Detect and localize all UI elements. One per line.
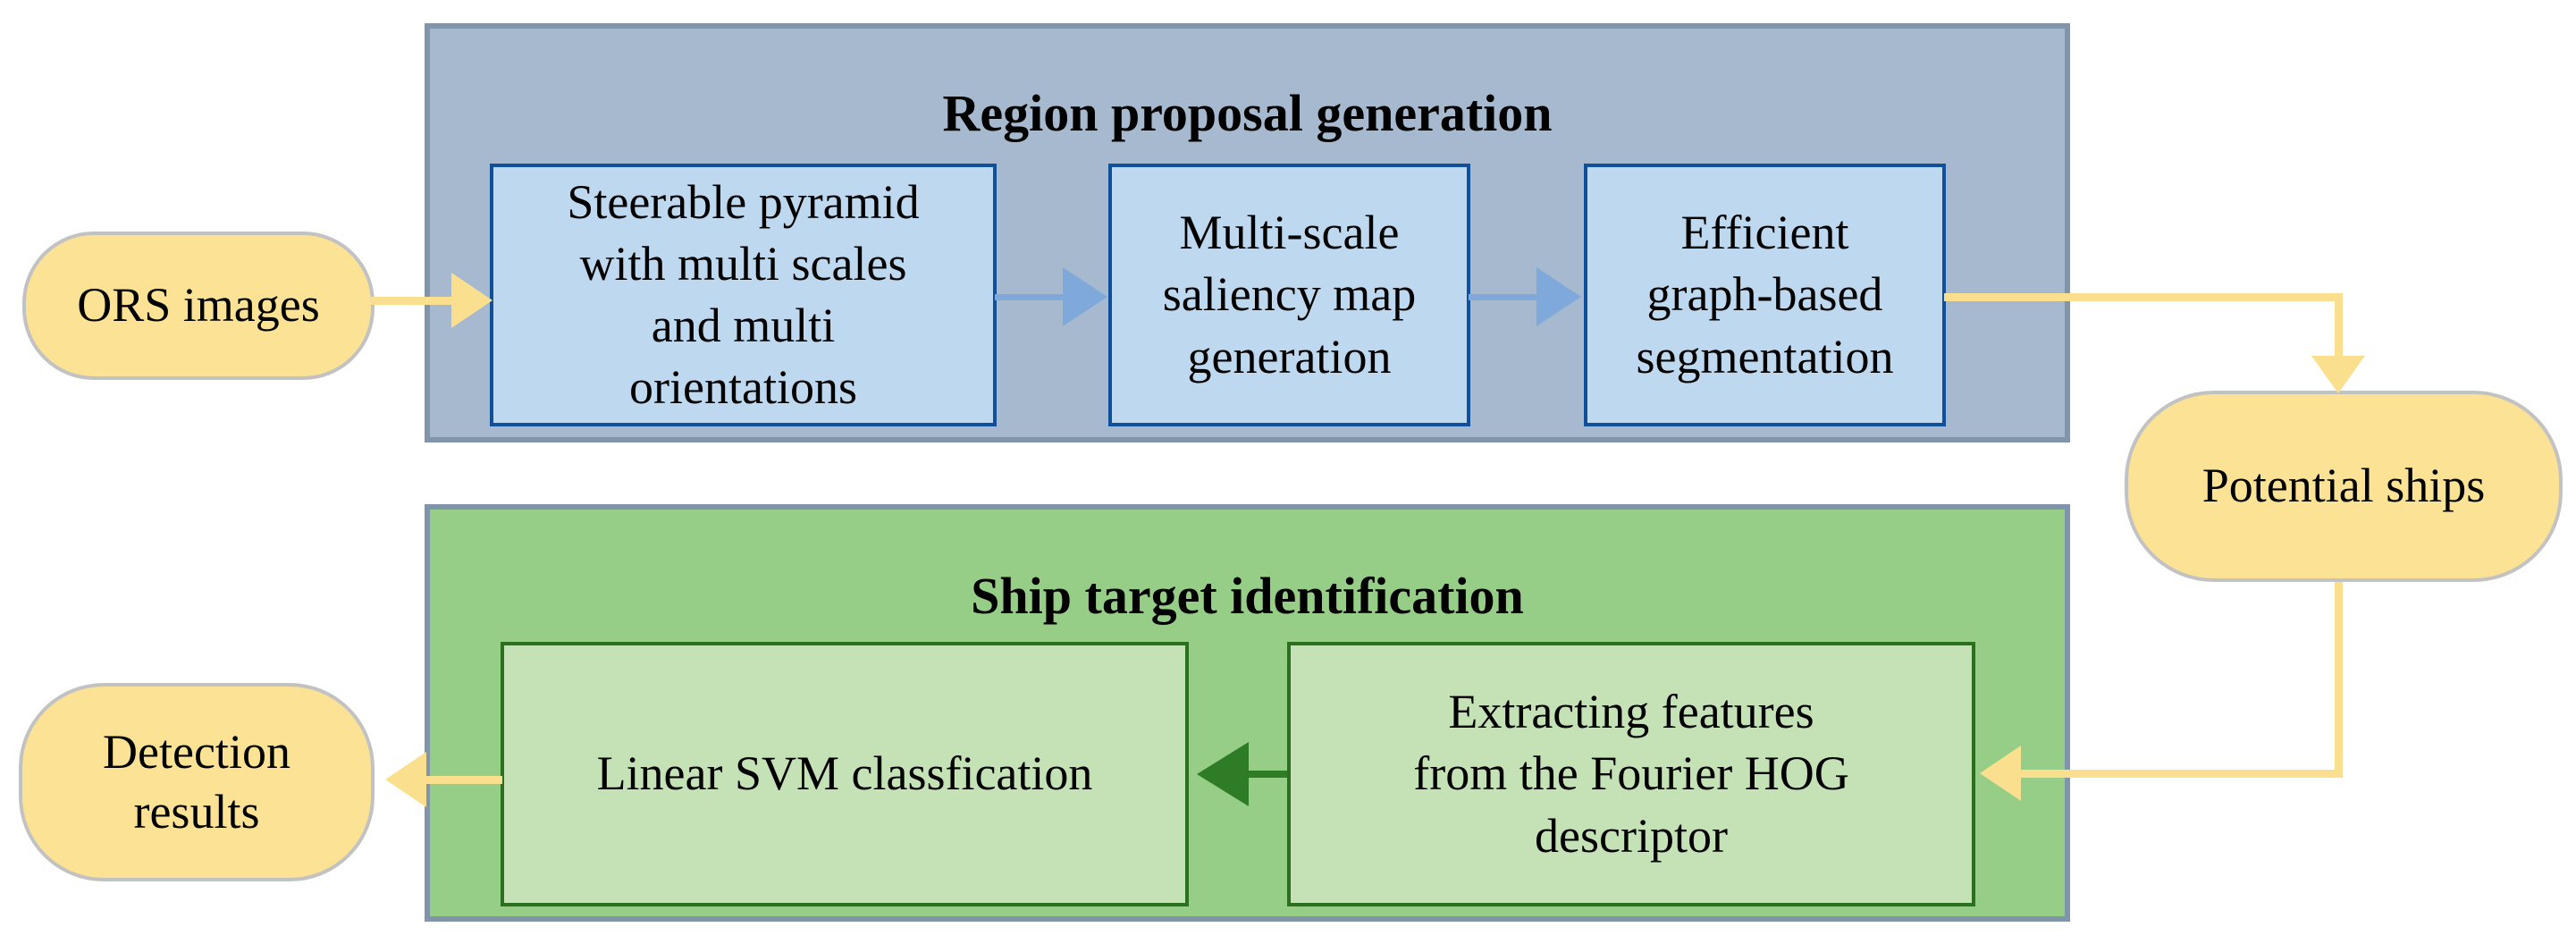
node-steerable-pyramid-label: Steerable pyramid with multi scales and …	[567, 174, 920, 415]
ship-target-title: Ship target identification	[971, 567, 1524, 626]
arrow-svm-to-detection-head	[383, 752, 426, 807]
bubble-detection-results: Detection results	[19, 683, 375, 881]
node-svm-classification: Linear SVM classfication	[501, 642, 1189, 906]
arrow-hog-to-svm-line	[1244, 771, 1287, 778]
arrow-steerable-to-saliency-line	[995, 294, 1065, 300]
bubble-ors-images-label: ORS images	[77, 278, 320, 333]
arrow-saliency-to-segmentation-line	[1469, 294, 1538, 300]
node-fourier-hog: Extracting features from the Fourier HOG…	[1287, 642, 1975, 906]
arrow-ors-to-steerable-line	[371, 297, 455, 305]
arrow-steerable-to-saliency-head	[1063, 267, 1110, 326]
arrow-potential-to-hog-head	[1977, 746, 2021, 801]
node-saliency-map-label: Multi-scale saliency map generation	[1162, 206, 1417, 384]
node-saliency-map: Multi-scale saliency map generation	[1108, 164, 1470, 426]
bubble-ors-images: ORS images	[22, 232, 375, 380]
arrow-saliency-to-segmentation-head	[1536, 267, 1584, 326]
arrow-potential-to-hog-hline	[2013, 770, 2343, 778]
node-steerable-pyramid: Steerable pyramid with multi scales and …	[490, 164, 997, 426]
arrow-segmentation-to-potential-hline	[1944, 293, 2343, 301]
bubble-potential-ships: Potential ships	[2125, 391, 2563, 582]
node-graph-segmentation: Efficient graph-based segmentation	[1584, 164, 1946, 426]
region-proposal-title: Region proposal generation	[942, 84, 1553, 143]
arrow-potential-to-hog-vline	[2335, 582, 2343, 778]
node-fourier-hog-label: Extracting features from the Fourier HOG…	[1413, 685, 1849, 863]
arrow-hog-to-svm-head	[1194, 742, 1249, 806]
arrow-segmentation-to-potential-head	[2311, 356, 2365, 396]
arrow-ors-to-steerable-head	[451, 273, 495, 328]
node-svm-classification-label: Linear SVM classfication	[596, 746, 1093, 801]
arrow-svm-to-detection-line	[424, 776, 502, 784]
bubble-potential-ships-label: Potential ships	[2201, 459, 2486, 513]
bubble-detection-results-label: Detection results	[103, 724, 290, 839]
arrow-segmentation-to-potential-vline	[2335, 293, 2343, 358]
node-graph-segmentation-label: Efficient graph-based segmentation	[1636, 206, 1894, 384]
